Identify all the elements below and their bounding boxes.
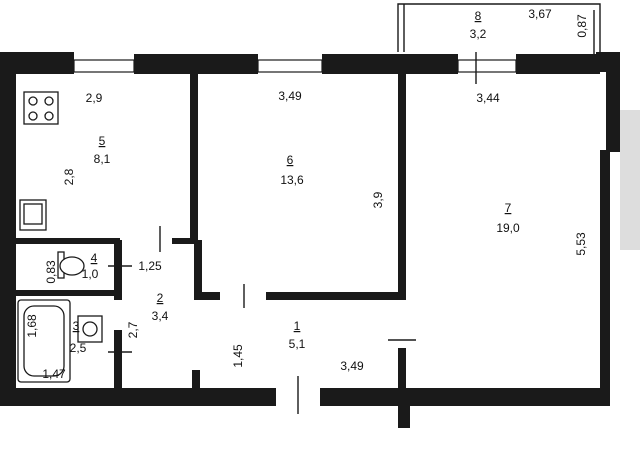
- dim-entry-width: 3,49: [340, 359, 364, 373]
- room-2-number: 2: [157, 291, 164, 305]
- room-4-number: 4: [91, 251, 98, 265]
- door-marks: [108, 52, 477, 414]
- kitchen-sink-icon: [19, 199, 47, 231]
- room-3-number: 3: [73, 319, 80, 333]
- room-1-area: 5,1: [289, 337, 306, 351]
- room-5-area: 8,1: [94, 152, 111, 166]
- bathtub-icon: [17, 299, 71, 383]
- dim-hall-depth: 2,7: [126, 321, 140, 338]
- dim-room7-width: 3,44: [476, 91, 500, 105]
- window-room6: [257, 59, 323, 73]
- dim-bath-depth: 1,68: [25, 314, 39, 338]
- toilet-icon: [57, 251, 85, 279]
- room-labels: 1 5,1 2 3,4 3 2,5 4 1,0 5 8,1 6 13,6 7 1…: [70, 9, 520, 355]
- room-6-area: 13,6: [280, 173, 304, 187]
- window-kitchen: [73, 59, 135, 73]
- balcony-outline: [397, 3, 601, 58]
- room-3-area: 2,5: [70, 341, 87, 355]
- room-1-number: 1: [294, 319, 301, 333]
- room-4-area: 1,0: [82, 267, 99, 281]
- dim-corridor-width: 1,25: [138, 259, 162, 273]
- dimension-labels: 2,9 2,8 3,49 3,9 3,44 5,53 3,67 0,87 0,8…: [25, 7, 589, 381]
- dim-entry-depth: 1,45: [231, 344, 245, 368]
- dim-kitchen-width: 2,9: [86, 91, 103, 105]
- room-8-area: 3,2: [470, 27, 487, 41]
- room-6-number: 6: [287, 153, 294, 167]
- stove-icon: [23, 91, 59, 125]
- interior-walls: [16, 74, 406, 388]
- dim-room6-width: 3,49: [278, 89, 302, 103]
- room-7-area: 19,0: [496, 221, 520, 235]
- room-2-area: 3,4: [152, 309, 169, 323]
- window-room7: [457, 59, 517, 73]
- dim-room6-depth: 3,9: [371, 191, 385, 208]
- room-8-number: 8: [475, 9, 482, 23]
- washbasin-icon: [77, 315, 103, 343]
- dim-bath-width: 1,47: [42, 367, 66, 381]
- dim-toilet-depth: 0,83: [44, 260, 58, 284]
- room-5-number: 5: [99, 134, 106, 148]
- room-7-number: 7: [505, 201, 512, 215]
- dim-kitchen-depth: 2,8: [62, 168, 76, 185]
- dim-balcony-width: 3,67: [528, 7, 552, 21]
- outer-walls: [0, 52, 640, 428]
- dim-balcony-depth: 0,87: [575, 14, 589, 38]
- dim-room7-depth: 5,53: [574, 232, 588, 256]
